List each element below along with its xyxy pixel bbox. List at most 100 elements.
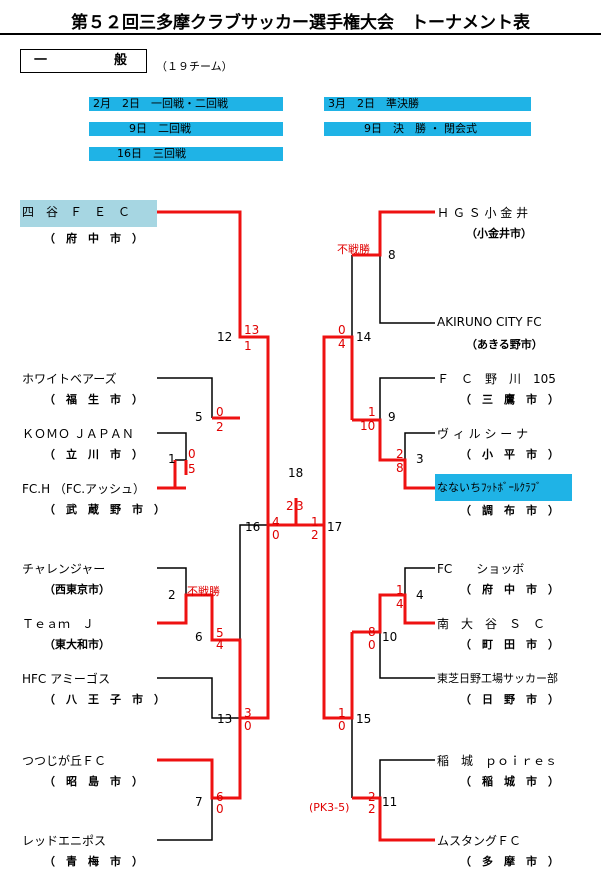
team-city: （ 日 野 市 ） xyxy=(460,693,559,706)
category-box: 一 般 xyxy=(20,49,147,73)
score: 1 xyxy=(244,339,252,353)
score: 6 xyxy=(216,790,224,804)
match-number: 17 xyxy=(327,520,343,534)
score: 13 xyxy=(244,323,260,337)
team-fch: FC.H （FC.アッシュ） xyxy=(22,482,146,496)
score: 0 xyxy=(368,638,376,652)
score: 4 xyxy=(396,597,404,611)
match-number: 16 xyxy=(245,520,261,534)
score: 2 xyxy=(311,528,319,542)
score: 0 xyxy=(272,528,280,542)
team-fc-shobbo: FC ショッボ xyxy=(437,562,525,576)
team-hgs-koganei: Ｈ Ｇ Ｓ 小 金 井 xyxy=(437,206,529,220)
score: 8 xyxy=(368,625,376,639)
team-minami-oya-sc: 南 大 谷 Ｓ Ｃ xyxy=(437,617,546,631)
match-number: 12 xyxy=(217,330,233,344)
team-city: （ 青 梅 市 ） xyxy=(44,855,143,868)
match-number: 5 xyxy=(195,410,203,424)
score: 5 xyxy=(216,626,224,640)
team-inagi-poires: 稲 城 ｐｏｉｒｅｓ xyxy=(437,754,558,768)
score: 2 xyxy=(286,499,294,513)
team-city: （ 町 田 市 ） xyxy=(460,638,559,651)
team-komo-japan: ＫＯＭＯ ＪＡＰＡＮ xyxy=(22,427,134,441)
team-city: （ 府 中 市 ） xyxy=(460,583,559,596)
match-number: 1 xyxy=(168,452,176,466)
team-nanaichi-football-club: なないちﾌｯﾄﾎﾞｰﾙｸﾗﾌﾞ xyxy=(435,474,572,501)
match-number: 8 xyxy=(388,248,396,262)
team-team-j: Ｔｅａｍ Ｊ xyxy=(22,617,95,631)
match-number: 3 xyxy=(416,452,424,466)
score: 1 xyxy=(368,405,376,419)
score: 2 xyxy=(368,802,376,816)
score: 0 xyxy=(244,719,252,733)
score: 5 xyxy=(188,462,196,476)
match-number: 13 xyxy=(217,712,233,726)
team-city: （ 八 王 子 市 ） xyxy=(44,693,165,706)
walkover-note: 不戦勝 xyxy=(337,243,370,256)
team-city: （ 昭 島 市 ） xyxy=(44,775,143,788)
schedule-9: 9日 二回戦 xyxy=(89,122,283,136)
match-number: 9 xyxy=(388,410,396,424)
team-akiruno-city-fc: AKIRUNO CITY FC xyxy=(437,315,542,329)
team-city: （ 福 生 市 ） xyxy=(44,393,143,406)
score: 3 xyxy=(296,499,304,513)
team-virsina: ヴ ィ ル シ ー ナ xyxy=(437,427,529,441)
title-underline xyxy=(0,33,601,35)
team-mustang-fc: ムスタングＦＣ xyxy=(437,834,522,848)
team-city: （小金井市） xyxy=(466,227,532,240)
team-toshiba-hino: 東芝日野工場サッカー部 xyxy=(437,672,558,685)
schedule-feb2: 2月 2日 一回戦・二回戦 xyxy=(89,97,283,111)
match-number: 7 xyxy=(195,795,203,809)
match-number: 2 xyxy=(168,588,176,602)
team-city: （ 調 布 市 ） xyxy=(460,504,559,517)
score: 0 xyxy=(338,323,346,337)
score: 4 xyxy=(272,515,280,529)
team-city: （東大和市） xyxy=(44,638,110,651)
match-number: 15 xyxy=(356,712,372,726)
match-number: 4 xyxy=(416,588,424,602)
score: 0 xyxy=(338,719,346,733)
team-fc-nogawa-105: Ｆ Ｃ 野 川 105 xyxy=(437,372,556,386)
team-tsutsujigaoka-fc: つつじが丘ＦＣ xyxy=(22,754,107,768)
score: 1 xyxy=(396,583,404,597)
match-number: 11 xyxy=(382,795,398,809)
team-city: （ 小 平 市 ） xyxy=(460,448,559,461)
score: 0 xyxy=(188,447,196,461)
team-yotsuya-fec: 四 谷 Ｆ Ｅ Ｃ xyxy=(20,200,157,227)
score: 10 xyxy=(360,419,376,433)
team-city: （ 稲 城 市 ） xyxy=(460,775,559,788)
team-count: （１９チーム） xyxy=(156,60,233,73)
score: 0 xyxy=(216,405,224,419)
team-city: （あきる野市） xyxy=(466,338,543,351)
team-city: （ 武 蔵 野 市 ） xyxy=(44,503,165,516)
score: 4 xyxy=(338,337,346,351)
schedule-mar9: 9日 決 勝 ・ 閉会式 xyxy=(324,122,531,136)
team-city: （ 多 摩 市 ） xyxy=(460,855,559,868)
pk-note: (PK3-5) xyxy=(309,801,350,814)
team-challenger: チャレンジャー xyxy=(22,562,106,576)
team-hfc-amigos: HFC アミーゴス xyxy=(22,672,111,686)
score: 8 xyxy=(396,461,404,475)
score: 4 xyxy=(216,638,224,652)
schedule-mar2: 3月 2日 準決勝 xyxy=(324,97,531,111)
score: 2 xyxy=(368,790,376,804)
category-label-left: 一 xyxy=(34,53,48,68)
match-number: 10 xyxy=(382,630,398,644)
walkover-note: 不戦勝 xyxy=(187,585,220,598)
match-number: 6 xyxy=(195,630,203,644)
schedule-16: 16日 三回戦 xyxy=(89,147,283,161)
team-red-eniposu: レッドエニポス xyxy=(22,834,107,848)
team-white-bears: ホワイトベアーズ xyxy=(22,372,117,386)
score: 2 xyxy=(396,447,404,461)
score: 1 xyxy=(311,515,319,529)
match-number: 14 xyxy=(356,330,372,344)
team-city: （ 三 鷹 市 ） xyxy=(460,393,559,406)
score: 0 xyxy=(216,802,224,816)
score: 2 xyxy=(216,420,224,434)
match-number: 18 xyxy=(288,466,304,480)
page-title: 第５２回三多摩クラブサッカー選手権大会 トーナメント表 xyxy=(71,13,530,33)
team-city: （ 府 中 市 ） xyxy=(44,232,143,245)
score: 1 xyxy=(338,706,346,720)
category-label-right: 般 xyxy=(114,53,128,68)
